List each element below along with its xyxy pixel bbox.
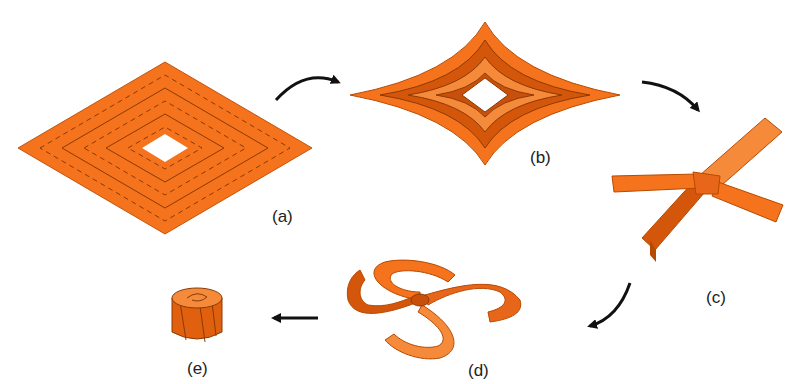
spiral-sheet [347,260,520,359]
stage-label: (d) [468,362,489,379]
stage-label: (a) [272,208,293,225]
curved-sheet [350,22,620,165]
stage-label: (e) [187,360,208,377]
rolled-cylinder [172,288,222,342]
flat-sheet [18,62,312,234]
stage-label: (c) [706,289,726,306]
sequence-arrows [274,78,698,326]
stage-label: (b) [530,149,551,166]
cross-sheet [612,118,783,262]
